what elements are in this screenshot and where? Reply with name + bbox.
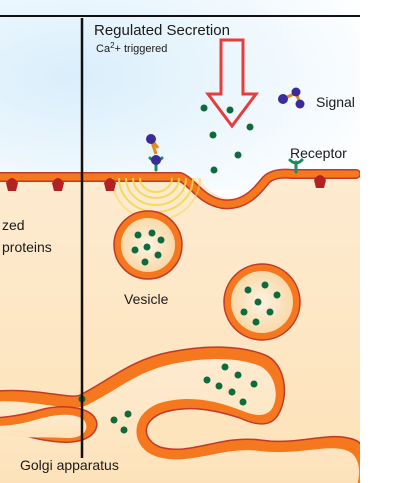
plasma-membrane-fill — [0, 170, 360, 208]
signal-icon — [278, 87, 305, 109]
vesicle-1 — [113, 210, 183, 280]
diagram-title: Regulated Secretion — [94, 22, 230, 39]
golgi-apparatus — [0, 346, 369, 483]
diagram-subtitle: Ca2+ triggered — [96, 41, 167, 55]
golgi-label: Golgi apparatus — [20, 457, 119, 473]
subtitle-suffix: + triggered — [115, 43, 168, 55]
cut-label-line1: zed — [2, 217, 25, 233]
cut-label-line2: proteins — [2, 239, 52, 255]
secreted-granules — [200, 104, 254, 174]
extracellular-space — [0, 0, 370, 190]
right-edge — [360, 0, 414, 483]
subtitle-superscript: 2 — [110, 41, 115, 50]
receptor-label: Receptor — [290, 145, 347, 161]
membrane-channel — [6, 175, 326, 191]
bound-signal-icon — [146, 134, 161, 165]
vesicle-2 — [223, 263, 301, 341]
vesicle-label: Vesicle — [124, 291, 169, 307]
secretion-arrow-icon — [205, 38, 259, 129]
signal-label: Signal — [316, 94, 355, 110]
subtitle-prefix: Ca — [96, 43, 111, 55]
